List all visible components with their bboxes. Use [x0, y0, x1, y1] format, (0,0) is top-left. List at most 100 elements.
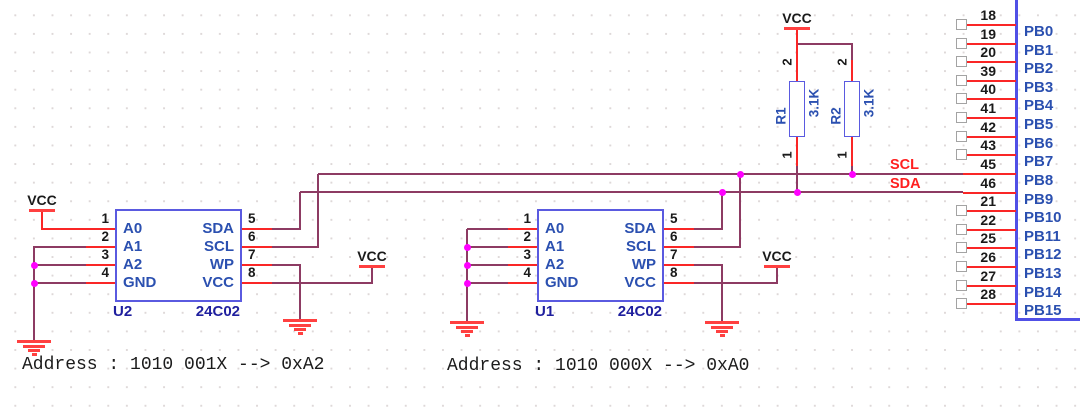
resistor-R1[interactable] — [789, 81, 805, 137]
connector-pin-number: 22 — [980, 212, 996, 228]
connector-pin-number: 42 — [980, 119, 996, 135]
pin-stub — [508, 282, 537, 284]
connector-pin-number: 18 — [980, 7, 996, 23]
pin-stub — [664, 228, 694, 230]
connector-pin-square[interactable] — [956, 280, 967, 291]
pin-stub — [796, 28, 798, 82]
ground-symbol — [282, 319, 318, 335]
ground-bar — [28, 349, 40, 352]
connector-pin-square[interactable] — [956, 224, 967, 235]
pin-stub — [42, 228, 115, 230]
connector-pin-stub — [966, 154, 1016, 156]
junction-dot — [848, 170, 856, 178]
net-label-sda[interactable]: SDA — [890, 176, 921, 192]
connector-pin-number: 41 — [980, 100, 996, 116]
connector-pin-stub — [966, 61, 1016, 63]
wire-segment — [851, 44, 853, 60]
wire-segment — [467, 264, 508, 266]
ground-bar — [716, 330, 728, 333]
pin-number: 3 — [523, 247, 531, 262]
pin-stub — [508, 246, 537, 248]
pin-number: 8 — [670, 265, 678, 280]
ground-bar — [461, 330, 473, 333]
wire-segment — [272, 228, 301, 230]
pin-stub — [242, 264, 272, 266]
connector-port-label: PB1 — [1024, 42, 1054, 59]
ground-bar — [297, 332, 303, 335]
wire-segment — [299, 192, 301, 230]
connector-port-label: PB5 — [1024, 116, 1054, 133]
pin-stub — [86, 282, 115, 284]
connector-port-label: PB15 — [1024, 302, 1062, 319]
pin-number: 6 — [248, 229, 256, 244]
pin-name: A2 — [545, 256, 565, 273]
ground-bar — [283, 319, 317, 322]
pin-name: VCC — [624, 274, 656, 291]
connector-pin-stub — [966, 80, 1016, 82]
connector-pin-number: 46 — [980, 175, 996, 191]
chip-part-number: 24C02 — [195, 303, 240, 320]
connector-pin-square[interactable] — [956, 149, 967, 160]
connector-pin-stub — [966, 285, 1016, 287]
connector-pin-number: 39 — [980, 63, 996, 79]
connector-pin-number: 25 — [980, 230, 996, 246]
pin-stub — [851, 60, 853, 82]
pin-stub — [851, 137, 853, 166]
ground-bar — [294, 328, 306, 331]
connector-pin-square[interactable] — [956, 131, 967, 142]
connector-port-label: PB3 — [1024, 79, 1054, 96]
connector-port-label: PB7 — [1024, 153, 1054, 170]
connector-port-label: PB9 — [1024, 191, 1054, 208]
net-label-scl[interactable]: SCL — [890, 157, 919, 173]
connector-pin-square[interactable] — [956, 38, 967, 49]
resistor-value: 3.1K — [806, 88, 822, 118]
junction-dot — [463, 261, 471, 269]
connector-body[interactable] — [1015, 0, 1018, 319]
connector-pin-stub — [966, 117, 1016, 119]
pin-number: 3 — [101, 247, 109, 262]
wire-segment — [467, 246, 508, 248]
connector-pin-square[interactable] — [956, 93, 967, 104]
wire-segment — [721, 192, 723, 230]
connector-pin-square[interactable] — [956, 242, 967, 253]
pin-stub — [508, 228, 537, 230]
pin-name: A0 — [123, 220, 143, 237]
vcc-bar — [764, 265, 790, 268]
connector-port-label: PB6 — [1024, 135, 1054, 152]
ground-bar — [464, 334, 470, 337]
pin-number: 2 — [523, 229, 531, 244]
vcc-symbol: VCC — [16, 192, 68, 212]
pin-number: 8 — [248, 265, 256, 280]
connector-port-label: PB11 — [1024, 228, 1061, 245]
address-annotation-u1: Address : 1010 000X --> 0xA0 — [447, 356, 750, 376]
connector-pin-square[interactable] — [956, 205, 967, 216]
connector-pin-stub — [966, 303, 1016, 305]
wire-segment — [776, 266, 778, 284]
ground-symbol — [449, 321, 485, 337]
junction-dot — [793, 188, 801, 196]
pin-stub — [242, 228, 272, 230]
connector-pin-square[interactable] — [956, 298, 967, 309]
wire-segment — [34, 264, 86, 266]
pin-stub — [796, 137, 798, 166]
pin-name: GND — [123, 274, 157, 291]
ground-symbol — [704, 321, 740, 337]
resistor-R2[interactable] — [844, 81, 860, 137]
pin-name: SDA — [624, 220, 656, 237]
connector-port-label: PB0 — [1024, 23, 1054, 40]
connector-pin-square[interactable] — [956, 75, 967, 86]
connector-pin-square[interactable] — [956, 261, 967, 272]
connector-pin-square[interactable] — [956, 56, 967, 67]
ground-bar — [719, 334, 725, 337]
connector-pin-stub — [966, 266, 1016, 268]
pin-stub — [664, 246, 694, 248]
chip-U2[interactable] — [115, 209, 242, 302]
connector-pin-square[interactable] — [956, 19, 967, 30]
wire-segment — [694, 246, 741, 248]
vcc-label: VCC — [782, 10, 812, 26]
connector-pin-square[interactable] — [956, 112, 967, 123]
chip-U1[interactable] — [537, 209, 664, 302]
vcc-label: VCC — [357, 248, 387, 264]
junction-dot — [736, 170, 744, 178]
